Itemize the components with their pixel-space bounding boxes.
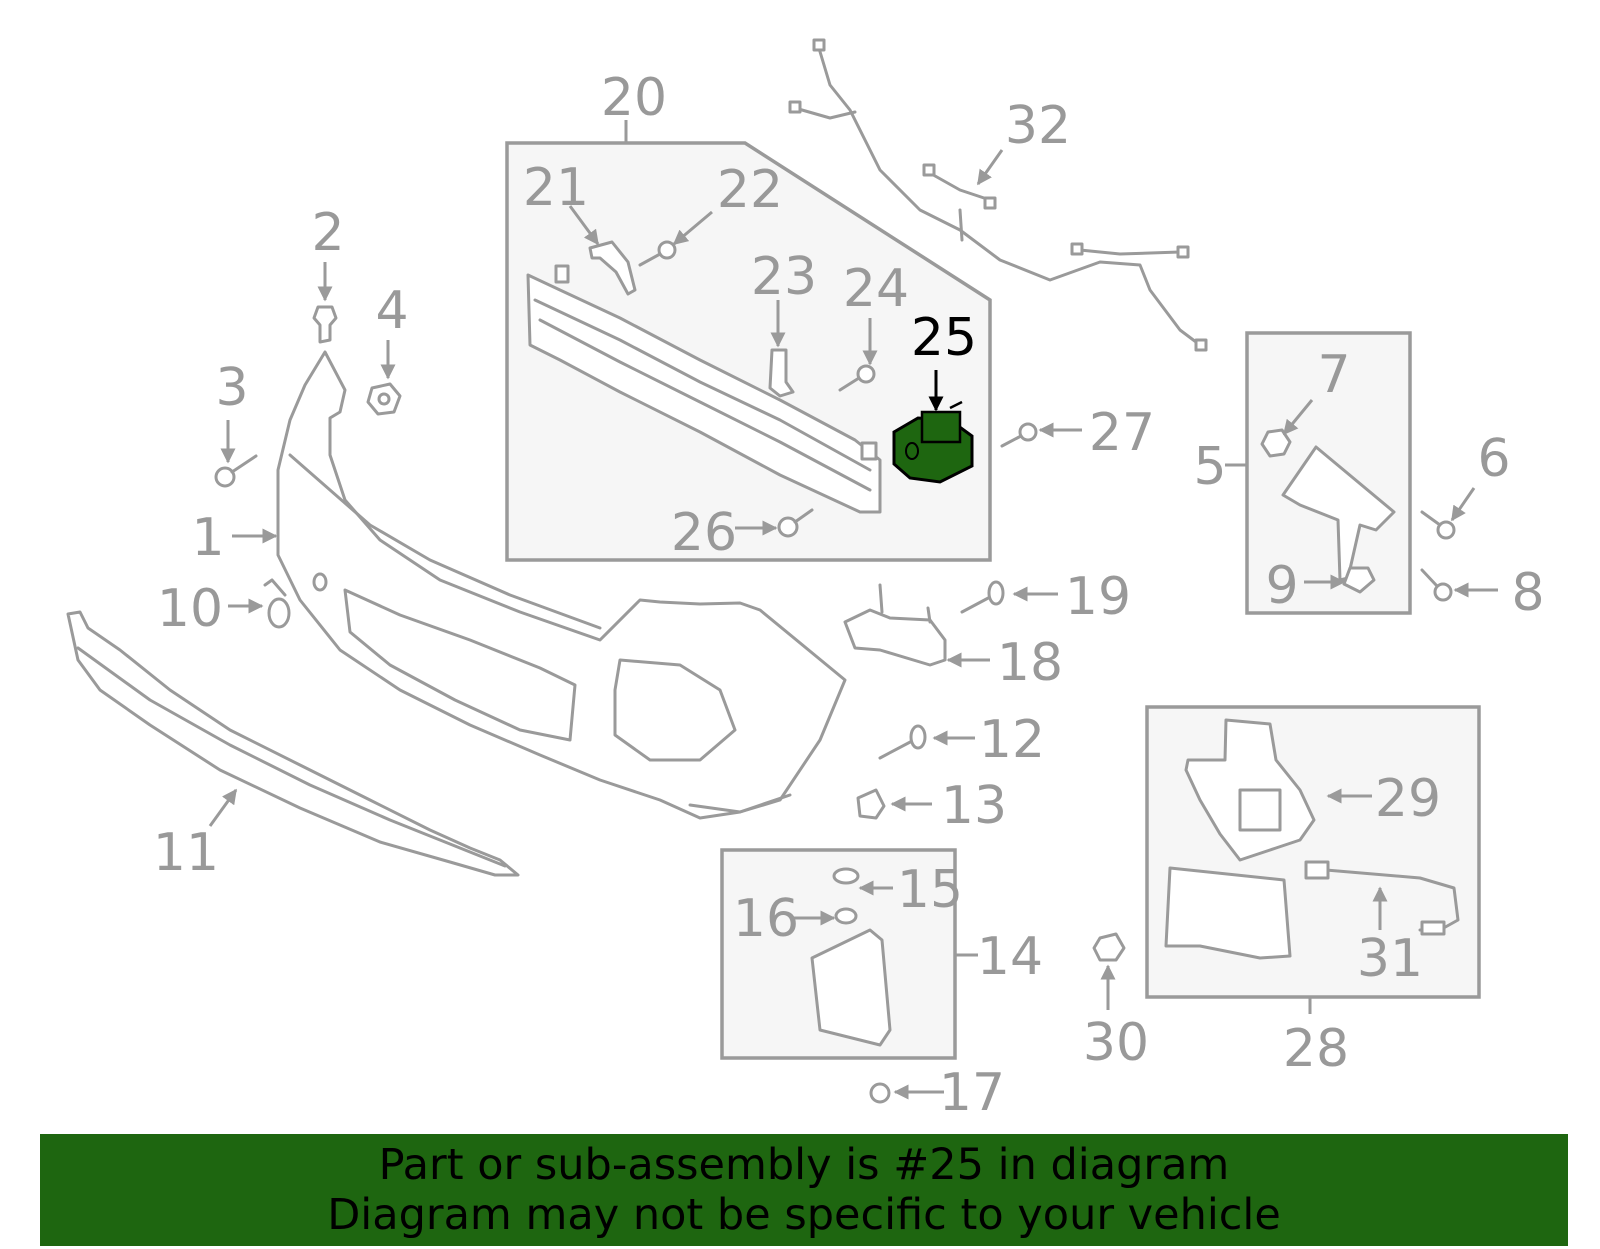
callout-13: 13 bbox=[941, 776, 1007, 836]
part-16-grommet bbox=[790, 907, 858, 926]
callout-22: 22 bbox=[717, 160, 783, 220]
part-27-bolt bbox=[1000, 422, 1082, 448]
part-7-nut bbox=[1260, 399, 1314, 458]
callout-21: 21 bbox=[523, 158, 589, 218]
callout-7: 7 bbox=[1317, 345, 1350, 405]
banner-line-part-number: Part or sub-assembly is #25 in diagram bbox=[378, 1140, 1230, 1190]
part-8-bolt bbox=[1420, 568, 1498, 602]
part-4-nut bbox=[366, 340, 402, 416]
callout-2: 2 bbox=[311, 203, 344, 263]
callout-8: 8 bbox=[1511, 563, 1544, 623]
part-28-shield bbox=[1164, 866, 1292, 960]
part-21-bracket bbox=[568, 205, 637, 296]
part-10-clip bbox=[228, 578, 291, 629]
callout-17: 17 bbox=[939, 1063, 1005, 1123]
callout-30: 30 bbox=[1083, 1013, 1149, 1073]
callout-11: 11 bbox=[153, 823, 219, 883]
part-19-screw bbox=[960, 580, 1058, 614]
callout-27: 27 bbox=[1089, 403, 1155, 463]
callout-4: 4 bbox=[375, 281, 408, 341]
part-24-bolt bbox=[838, 318, 878, 392]
part-29-bracket bbox=[1184, 718, 1372, 862]
part-1-bumper-cover bbox=[276, 350, 847, 820]
callout-12: 12 bbox=[979, 710, 1045, 770]
part-15-clip bbox=[832, 867, 893, 896]
callout-29: 29 bbox=[1375, 769, 1441, 829]
part-20-impact-bar bbox=[526, 264, 882, 514]
banner-line-disclaimer: Diagram may not be specific to your vehi… bbox=[327, 1190, 1281, 1240]
callout-26: 26 bbox=[671, 503, 737, 563]
callout-28: 28 bbox=[1283, 1019, 1349, 1079]
callout-9: 9 bbox=[1265, 556, 1298, 616]
callout-15: 15 bbox=[897, 860, 963, 920]
callout-5: 5 bbox=[1193, 437, 1226, 497]
callout-18: 18 bbox=[997, 633, 1063, 693]
part-18-bracket bbox=[843, 583, 990, 668]
part-13-clip bbox=[856, 788, 932, 820]
callout-16: 16 bbox=[733, 889, 799, 949]
part-22-bolt bbox=[638, 210, 713, 267]
part-12-screw bbox=[878, 724, 975, 760]
part-30-nut bbox=[1092, 932, 1126, 1010]
callout-3: 3 bbox=[215, 358, 248, 418]
callout-25: 25 bbox=[911, 308, 977, 368]
callout-23: 23 bbox=[751, 247, 817, 307]
part-11-lower-valance bbox=[66, 610, 520, 877]
callout-6: 6 bbox=[1477, 429, 1510, 489]
part-2-push-clip bbox=[312, 262, 338, 344]
callout-10: 10 bbox=[157, 579, 223, 639]
callout-14: 14 bbox=[977, 927, 1043, 987]
info-banner: Part or sub-assembly is #25 in diagram D… bbox=[40, 1134, 1568, 1246]
callout-32: 32 bbox=[1005, 96, 1071, 156]
callout-24: 24 bbox=[843, 259, 909, 319]
part-17-bolt bbox=[869, 1082, 944, 1104]
part-32-wire-harness bbox=[788, 38, 1208, 352]
callout-31: 31 bbox=[1357, 929, 1423, 989]
part-23-stud bbox=[768, 300, 795, 398]
part-26-bolt bbox=[735, 508, 814, 538]
group-box-28 bbox=[1145, 705, 1481, 999]
callout-20: 20 bbox=[601, 68, 667, 128]
part-25-bracket-highlighted bbox=[892, 370, 974, 484]
part-9-clip bbox=[1304, 566, 1376, 594]
part-14-shield bbox=[810, 928, 892, 1047]
leader-11 bbox=[208, 788, 238, 827]
part-31-harness bbox=[1304, 860, 1460, 936]
part-6-bolt bbox=[1420, 487, 1476, 540]
callout-19: 19 bbox=[1065, 567, 1131, 627]
callout-1: 1 bbox=[191, 508, 224, 568]
part-3-bolt bbox=[214, 420, 258, 488]
